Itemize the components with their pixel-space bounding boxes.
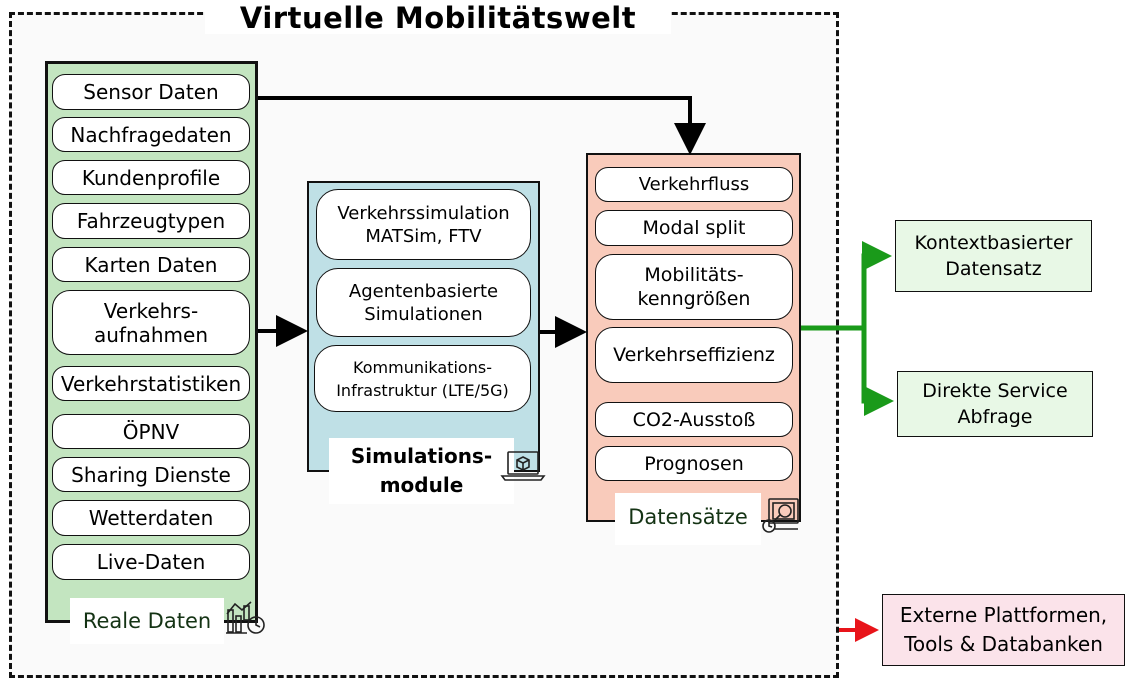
- datasets-caption: Datensätze: [615, 493, 761, 545]
- real-data-item: Live-Daten: [52, 544, 250, 580]
- dataset-item: Verkehrfluss: [595, 167, 793, 202]
- dataset-item: CO2-Ausstoß: [595, 402, 793, 437]
- dataset-item: Verkehrseffizienz: [595, 327, 793, 383]
- real-data-item: ÖPNV: [52, 414, 250, 449]
- real-data-item: Wetterdaten: [52, 500, 250, 536]
- arrow-datasets-to-direct: [861, 328, 894, 416]
- simulation-item: Verkehrssimulation MATSim, FTV: [316, 189, 531, 260]
- real-data-item: Sensor Daten: [52, 74, 250, 110]
- real-data-item: Nachfragedaten: [52, 117, 250, 152]
- arrow-datasets-to-context: [801, 241, 892, 331]
- simulation-item: Kommunikations- Infrastruktur (LTE/5G): [314, 345, 531, 412]
- real-data-item: Sharing Dienste: [52, 457, 250, 492]
- diagram-title: Virtuelle Mobilitätswelt: [205, 0, 671, 35]
- simulation-item: Agentenbasierte Simulationen: [316, 268, 531, 337]
- simulation-caption: Simulations- module: [329, 438, 514, 504]
- dataset-search-icon: [762, 498, 799, 533]
- real-data-item: Fahrzeugtypen: [52, 203, 250, 239]
- dataset-item: Mobilitäts- kenngrößen: [595, 254, 793, 320]
- direct-service-box: Direkte Service Abfrage: [897, 371, 1093, 437]
- dataset-item: Prognosen: [595, 446, 793, 481]
- dataset-item: Modal split: [595, 210, 793, 246]
- real-data-item: Karten Daten: [52, 247, 250, 282]
- real-data-item: Verkehrs- aufnahmen: [52, 290, 250, 355]
- real-data-item: Kundenprofile: [52, 160, 250, 195]
- arrow-sensor-to-datasets: [258, 96, 706, 155]
- external-platforms-box: Externe Plattformen, Tools & Databanken: [882, 594, 1125, 666]
- real-data-caption: Reale Daten: [70, 598, 224, 644]
- laptop-cube-icon: [500, 451, 546, 481]
- real-data-item: Verkehrstatistiken: [52, 366, 250, 401]
- chart-clock-icon: [226, 601, 265, 634]
- context-dataset-box: Kontextbasierter Datensatz: [895, 220, 1092, 292]
